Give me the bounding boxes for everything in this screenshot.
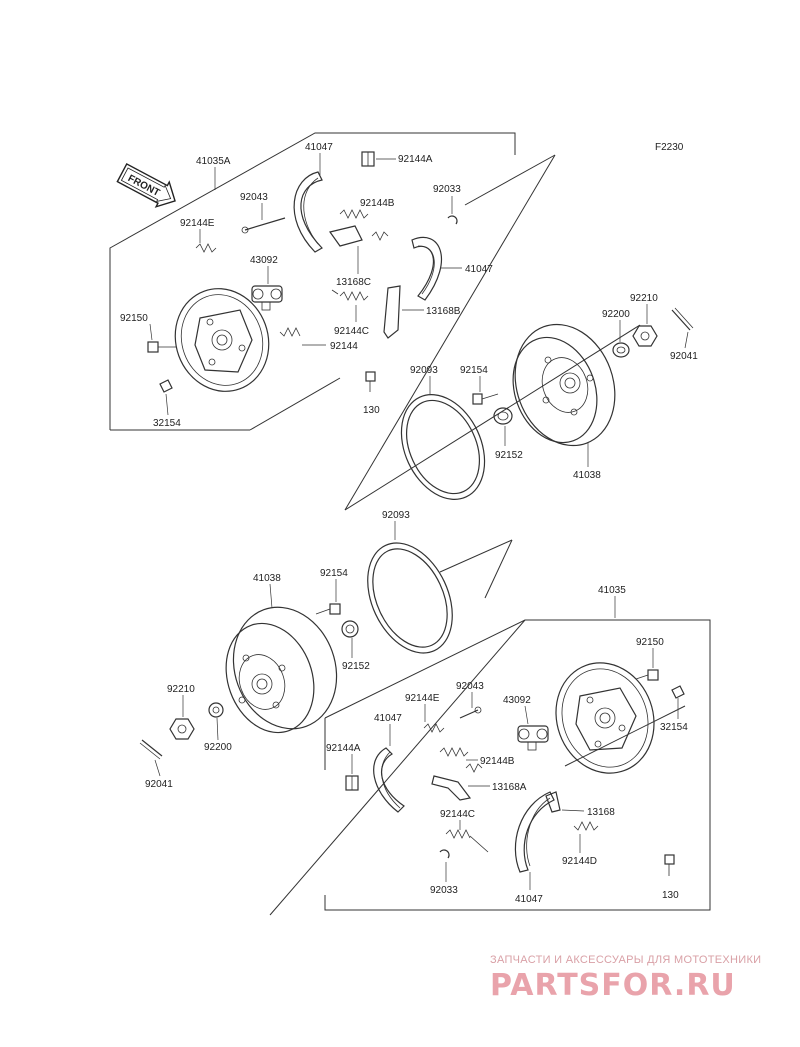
part-label-bottom-spring-e: 92144E (405, 693, 440, 704)
part-label-top-cotter: 92041 (670, 351, 698, 362)
part-label-top-shoe-right: 41047 (465, 264, 493, 275)
part-label-bottom-cylinder: 43092 (503, 695, 531, 706)
brake-shoe-bottom (514, 791, 555, 873)
brake-drum-top (512, 323, 616, 447)
part-label-top-seal: 92093 (410, 365, 438, 376)
part-label-top-washer: 92200 (602, 309, 630, 320)
backing-plate-bottom (555, 662, 655, 774)
part-label-top-bolt: 92043 (240, 192, 268, 203)
part-label-bottom-clip: 92033 (430, 885, 458, 896)
part-label-bottom-cotter: 92041 (145, 779, 173, 790)
part-label-bottom-seal: 92093 (382, 510, 410, 521)
part-label-top-clip: 92033 (433, 184, 461, 195)
part-label-bottom-spring-d: 92144D (562, 856, 597, 867)
part-label-top-washer-drum: 92152 (495, 450, 523, 461)
part-label-top-spring-c: 92144C (334, 326, 369, 337)
part-label-top-spring-e: 92144E (180, 218, 215, 229)
part-label-bottom-pin: 92144A (326, 743, 361, 754)
part-label-top-pin-top: 92144A (398, 154, 433, 165)
part-label-bottom-lever-a: 13168A (492, 782, 527, 793)
watermark-logo: PARTSFOR.RU (490, 968, 736, 1003)
brake-shoe-top (293, 171, 323, 253)
part-label-bottom-plug: 32154 (660, 722, 688, 733)
part-label-bottom-spring-b: 92144B (480, 756, 515, 767)
seal-ring-bottom (367, 542, 453, 654)
part-label-top-bolt-drum: 92154 (460, 365, 488, 376)
part-label-top-spring: 92144 (330, 341, 358, 352)
part-label-bottom-washer: 92200 (204, 742, 232, 753)
part-label-top-drum: 41038 (573, 470, 601, 481)
backing-plate-top (174, 288, 270, 392)
pin-icon (361, 151, 375, 167)
part-label-top-lever-b: 13168B (426, 306, 461, 317)
watermark-tagline: ЗАПЧАСТИ И АКСЕССУАРЫ ДЛЯ МОТОТЕХНИКИ (490, 954, 762, 966)
part-label-bottom-spring-c: 92144C (440, 809, 475, 820)
part-label-bottom-bolt-130: 130 (662, 890, 679, 901)
top-frame-label: 41035A (196, 156, 231, 167)
bottom-frame (269, 539, 711, 916)
top-frame (109, 132, 641, 511)
plate-bolt-bottom (635, 669, 659, 681)
seal-ring-top (400, 394, 486, 500)
part-label-bottom-shoe-bottom: 41047 (515, 894, 543, 905)
diagram-code: F2230 (655, 142, 684, 153)
part-label-bottom-bolt: 92043 (456, 681, 484, 692)
wheel-cylinder-bottom (517, 725, 549, 751)
part-label-top-bolt-plate: 92150 (120, 313, 148, 324)
front-arrow-icon: FRONT (116, 163, 176, 208)
bolt-130-icon (365, 371, 376, 392)
drum-bolt-top (472, 393, 499, 405)
part-label-bottom-washer-drum: 92152 (342, 661, 370, 672)
part-label-top-lever-c: 13168C (336, 277, 371, 288)
part-label-top-plug: 32154 (153, 418, 181, 429)
part-label-top-shoe-top: 41047 (305, 142, 333, 153)
wheel-cylinder-top (251, 285, 283, 311)
drum-bolt-bottom (315, 603, 341, 615)
bolt-130-bottom-icon (664, 854, 675, 876)
part-label-bottom-bolt-plate: 92150 (636, 637, 664, 648)
part-label-bottom-shoe-left: 41047 (374, 713, 402, 724)
part-label-bottom-drum: 41038 (253, 573, 281, 584)
brake-drum-bottom (225, 606, 338, 734)
part-label-bottom-lever: 13168 (587, 807, 615, 818)
brake-shoe-right (411, 237, 443, 301)
part-label-bottom-nut: 92210 (167, 684, 195, 695)
part-label-top-spring-b: 92144B (360, 198, 395, 209)
part-label-top-bolt-130: 130 (363, 405, 380, 416)
part-label-top-cylinder: 43092 (250, 255, 278, 266)
pin-bottom-icon (345, 775, 359, 791)
part-label-bottom-bolt-drum: 92154 (320, 568, 348, 579)
bottom-frame-label: 41035 (598, 585, 626, 596)
brake-shoe-bottom-left (373, 747, 405, 813)
bolt-icon (147, 341, 176, 353)
part-label-top-nut: 92210 (630, 293, 658, 304)
